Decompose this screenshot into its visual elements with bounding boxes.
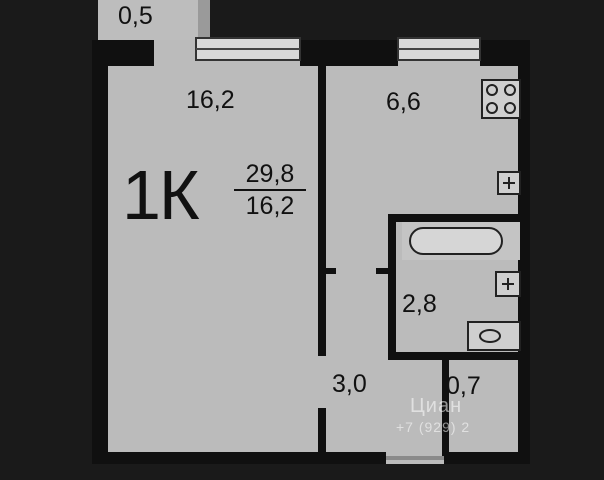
balcony-floor (98, 0, 208, 42)
bathroom-area: 2,8 (402, 290, 437, 318)
living-room-area: 16,2 (186, 86, 235, 114)
wall-bath-bottom (388, 352, 522, 360)
watermark-logo: Циан (410, 395, 463, 417)
window-living-room (195, 37, 301, 61)
closet-area: 0,7 (446, 372, 481, 400)
stove-icon (481, 79, 521, 119)
toilet-icon (467, 321, 521, 351)
wall-living-hall (318, 408, 326, 456)
wall-bath-left (388, 214, 396, 360)
total-area: 29,8 (234, 162, 306, 191)
bathtub-icon (402, 222, 520, 260)
area-fraction: 29,8 16,2 (234, 162, 306, 219)
balcony-area: 0,5 (118, 2, 153, 30)
window-kitchen (397, 37, 481, 61)
balcony-rail (198, 0, 210, 42)
wall-living-kitchen (318, 58, 326, 356)
kitchen-area: 6,6 (386, 88, 421, 116)
watermark-phone: +7 (929) 2 (396, 419, 471, 435)
kitchen-sink-icon (497, 171, 521, 195)
wall-bath-top (388, 214, 522, 222)
entrance-door (386, 456, 444, 460)
wall-left (92, 40, 108, 464)
apartment-type-label: 1К (122, 156, 200, 234)
hallway-area: 3,0 (332, 370, 367, 398)
living-area: 16,2 (245, 192, 295, 220)
bath-sink-icon (495, 271, 521, 297)
wall-closet (442, 360, 449, 456)
door-stub-right (376, 268, 396, 274)
wall-top-middle (300, 40, 398, 66)
door-stub-left (318, 268, 336, 274)
wall-bottom-right (444, 452, 530, 464)
wall-bottom-left (92, 452, 386, 464)
